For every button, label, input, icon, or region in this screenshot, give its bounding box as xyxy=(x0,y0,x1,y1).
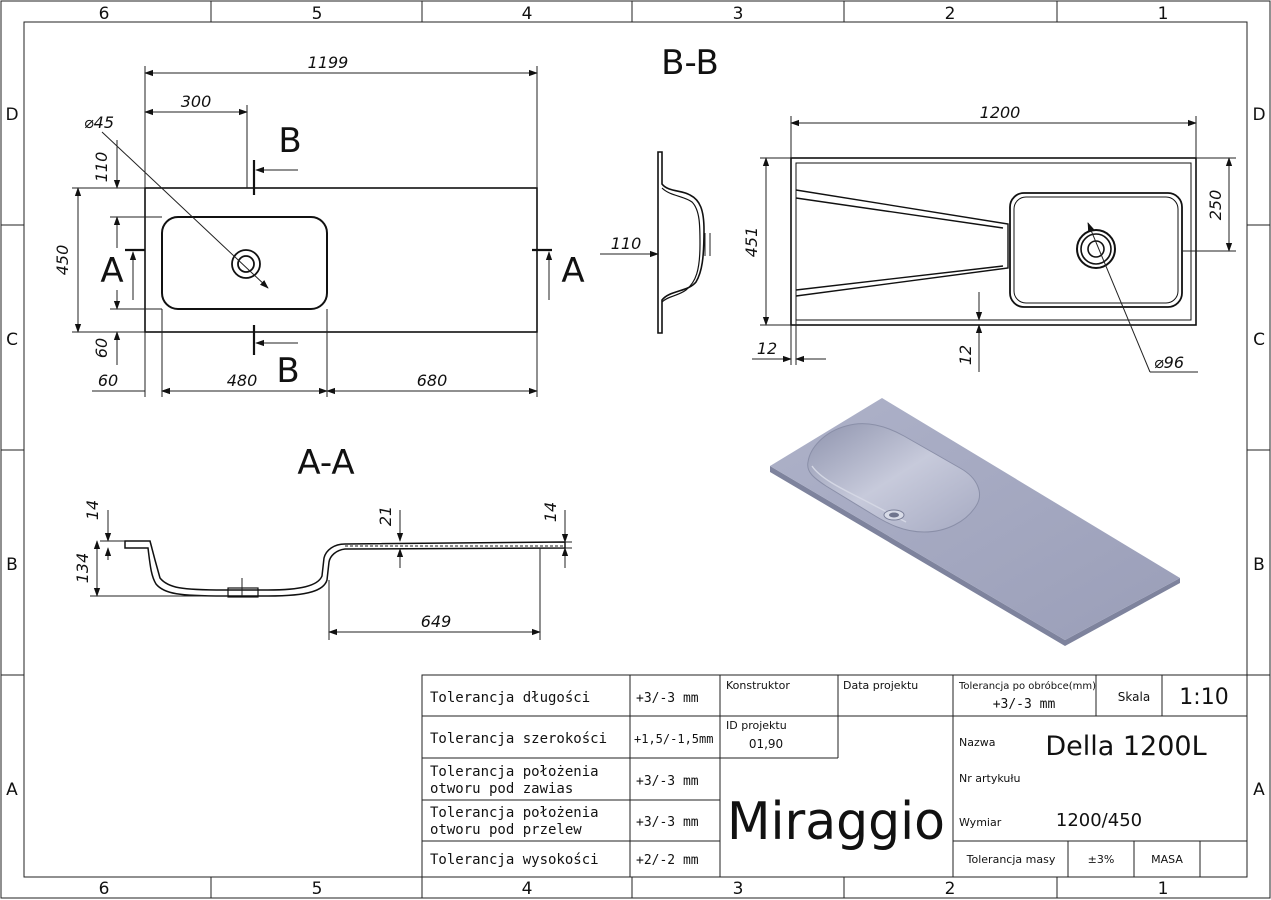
bottom-view-rib xyxy=(795,189,1009,297)
skala-label: Skala xyxy=(1118,690,1150,704)
top-view: 1199 300 ⌀45 450 110 60 60 480 6 xyxy=(53,53,585,397)
tol-row-5-value: +2/-2 mm xyxy=(636,853,699,868)
frame-col-top-2: 2 xyxy=(945,4,956,24)
dim-aa-top-thickness: 14 xyxy=(83,500,102,520)
tol-row-3-value: +3/-3 mm xyxy=(636,774,699,789)
frame-col-top-1: 1 xyxy=(1158,4,1169,24)
tol-obrobce-label: Tolerancja po obróbce(mm) xyxy=(958,680,1096,692)
section-bb-title: B-B xyxy=(661,43,719,83)
dim-bottom-edge-bottom: 12 xyxy=(956,345,975,365)
tol-row-4-value: +3/-3 mm xyxy=(636,815,699,830)
dim-aa-depth: 134 xyxy=(73,553,92,584)
frame-row-left-c: C xyxy=(6,330,18,350)
dim-left-margin: 60 xyxy=(98,371,118,390)
id-projektu-label: ID projektu xyxy=(726,719,787,732)
frame-col-bottom-1: 1 xyxy=(1158,879,1169,899)
section-aa-profile-outer xyxy=(124,540,566,597)
tol-row-4-label2: otworu pod przelew xyxy=(430,822,582,838)
tol-row-3-label2: otworu pod zawias xyxy=(430,781,573,797)
brand-name: Miraggio xyxy=(727,792,945,852)
section-bb-profile-outer xyxy=(657,151,705,334)
bottom-view-inner-edge xyxy=(795,162,1192,321)
top-view-drain-outer xyxy=(231,249,261,279)
tol-row-1-label: Tolerancja długości xyxy=(430,690,590,706)
id-projektu-value: 01,90 xyxy=(749,737,783,751)
top-view-outline xyxy=(144,187,538,333)
tol-masy-label: Tolerancja masy xyxy=(966,853,1056,866)
basin-3d-render xyxy=(770,398,1180,646)
tol-row-1-value: +3/-3 mm xyxy=(636,691,699,706)
dim-bottom-width: 451 xyxy=(742,227,761,258)
section-mark-b-top: B xyxy=(278,121,301,161)
frame-col-bottom-3: 3 xyxy=(733,879,744,899)
frame-row-right-d: D xyxy=(1252,105,1265,125)
nazwa-value: Della 1200L xyxy=(1045,731,1206,762)
tol-row-2-value: +1,5/-1,5mm xyxy=(634,732,713,746)
dim-bowl-length: 480 xyxy=(227,371,258,390)
dim-aa-right-length: 649 xyxy=(421,612,452,631)
section-bb: B-B 110 xyxy=(600,43,719,334)
section-bb-profile-inner xyxy=(661,187,701,303)
frame-col-top-5: 5 xyxy=(312,4,323,24)
konstruktor-label: Konstruktor xyxy=(726,679,790,692)
nr-artykulu-label: Nr artykułu xyxy=(959,772,1020,785)
dim-bowl-bottom-margin: 60 xyxy=(92,338,111,358)
wymiar-value: 1200/450 xyxy=(1056,810,1142,831)
frame-col-bottom-4: 4 xyxy=(522,879,533,899)
dim-width-450: 450 xyxy=(53,245,72,276)
top-view-drain-inner xyxy=(237,255,255,273)
frame-row-right-a: A xyxy=(1253,780,1265,800)
section-aa: A-A 14 134 21 14 649 xyxy=(73,443,572,640)
dim-bowl-top-margin: 110 xyxy=(92,152,111,183)
section-aa-title: A-A xyxy=(297,443,354,483)
section-mark-a-left: A xyxy=(100,251,123,291)
dim-bottom-bowl-width: 250 xyxy=(1206,190,1225,221)
frame-col-top-6: 6 xyxy=(99,4,110,24)
bottom-view: 1200 451 250 12 12 ⌀96 xyxy=(742,103,1236,373)
section-aa-drain xyxy=(227,587,259,598)
bottom-view-drain-outer xyxy=(1076,229,1116,269)
data-projektu-label: Data projektu xyxy=(843,679,918,692)
dim-drain-diameter-45: ⌀45 xyxy=(84,113,114,132)
frame-row-right-c: C xyxy=(1253,330,1265,350)
title-block: Tolerancja długości +3/-3 mm Tolerancja … xyxy=(421,674,1248,878)
render-bowl xyxy=(807,423,980,533)
dim-bottom-drain-diameter: ⌀96 xyxy=(1154,353,1184,372)
dim-right-length: 680 xyxy=(417,371,448,390)
tol-row-5-label: Tolerancja wysokości xyxy=(430,852,599,868)
dim-aa-right-thickness: 14 xyxy=(541,502,560,522)
dim-bb-depth: 110 xyxy=(611,234,642,253)
dim-bottom-edge-left: 12 xyxy=(757,339,777,358)
tol-row-3-label: Tolerancja położenia xyxy=(430,764,599,780)
frame-col-top-3: 3 xyxy=(733,4,744,24)
frame-col-bottom-5: 5 xyxy=(312,879,323,899)
frame-col-top-4: 4 xyxy=(522,4,533,24)
frame-row-right-b: B xyxy=(1253,555,1265,575)
dim-aa-mid-thickness: 21 xyxy=(376,506,395,526)
skala-value: 1:10 xyxy=(1179,685,1228,710)
dim-bottom-length: 1200 xyxy=(980,103,1021,122)
frame-col-bottom-6: 6 xyxy=(99,879,110,899)
frame-row-left-b: B xyxy=(6,555,18,575)
tol-obrobce-value: +3/-3 mm xyxy=(993,697,1056,712)
section-mark-a-right: A xyxy=(561,251,584,291)
bottom-view-outline xyxy=(790,157,1197,326)
dim-overall-length: 1199 xyxy=(308,53,349,72)
top-view-bowl xyxy=(161,216,328,310)
section-mark-b-bottom: B xyxy=(276,351,299,391)
nazwa-label: Nazwa xyxy=(959,736,995,749)
wymiar-label: Wymiar xyxy=(959,816,1002,829)
masa-label: MASA xyxy=(1151,853,1183,866)
tol-row-4-label: Tolerancja położenia xyxy=(430,805,599,821)
tol-masy-value: ±3% xyxy=(1088,853,1115,866)
dim-bowl-offset: 300 xyxy=(181,92,212,111)
bottom-view-bowl xyxy=(1009,192,1183,308)
tol-row-2-label: Tolerancja szerokości xyxy=(430,731,607,747)
frame-row-left-a: A xyxy=(6,780,18,800)
frame-row-left-d: D xyxy=(5,105,18,125)
frame-col-bottom-2: 2 xyxy=(945,879,956,899)
